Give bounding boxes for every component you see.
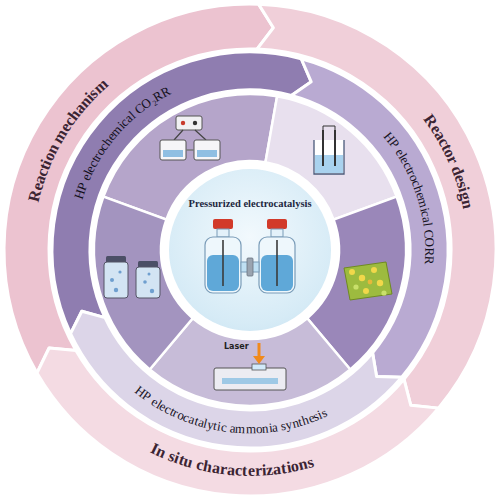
membrane-clamp — [247, 258, 253, 276]
cell-liquid — [197, 150, 217, 157]
glyph: R — [421, 247, 437, 256]
gas-vial-icon — [104, 256, 160, 298]
particle — [353, 284, 358, 289]
bottle-cap — [267, 219, 287, 229]
cell-box — [194, 140, 220, 160]
beaker-liquid — [315, 155, 343, 173]
bubble — [150, 289, 154, 293]
bottle-neck — [271, 229, 283, 237]
laser-cell-icon — [214, 343, 286, 390]
particle — [377, 280, 383, 286]
cell-liquid — [163, 150, 183, 157]
particle — [368, 280, 373, 285]
flow-channel — [222, 378, 278, 384]
bottle-neck — [217, 229, 229, 237]
glyph: r — [254, 462, 262, 480]
power-supply — [176, 116, 202, 130]
vial — [104, 262, 128, 298]
particle — [363, 288, 369, 294]
glyph: a — [226, 461, 236, 480]
ring-label: HP electrochemical CO₂RR — [60, 74, 166, 196]
particle — [371, 267, 377, 273]
wire — [323, 126, 335, 130]
glyph: m — [246, 421, 256, 437]
beaker-icon — [314, 126, 344, 174]
center-circle: Pressurized electrocatalysis — [164, 164, 336, 336]
bubble — [118, 270, 121, 273]
bottle-cap — [213, 219, 233, 229]
center-title: Pressurized electrocatalysis — [169, 198, 331, 209]
laser-arrowhead — [253, 356, 265, 364]
cell-housing — [214, 368, 286, 390]
glyph: c — [234, 462, 242, 480]
cell-box — [160, 140, 186, 160]
knob — [181, 121, 185, 125]
tube — [186, 149, 194, 151]
electrode — [223, 240, 277, 286]
glyph: m — [235, 421, 246, 438]
beaker — [314, 140, 344, 174]
catalyst-plane — [344, 262, 392, 300]
vial — [136, 267, 160, 298]
glyph: C — [420, 228, 437, 238]
electrode — [323, 130, 335, 166]
optical-window — [252, 364, 266, 370]
glyph: t — [242, 462, 248, 480]
electrolyzer-icon — [160, 116, 220, 160]
wire — [174, 130, 206, 140]
laser-beam — [258, 343, 261, 357]
bubble — [143, 280, 147, 284]
particle — [381, 290, 386, 295]
particle — [359, 275, 365, 281]
glyph: c — [220, 419, 228, 436]
knob — [193, 121, 197, 125]
callout-label: Laser — [224, 342, 249, 351]
bubble — [110, 278, 114, 282]
glyph: e — [247, 462, 254, 480]
h-cell-icon — [205, 219, 295, 293]
bubble — [148, 273, 151, 276]
bubble — [114, 288, 118, 292]
nanoparticle-icon — [344, 262, 392, 300]
glyph: O — [421, 237, 437, 247]
particle — [349, 269, 355, 275]
glyph: R — [421, 255, 437, 265]
